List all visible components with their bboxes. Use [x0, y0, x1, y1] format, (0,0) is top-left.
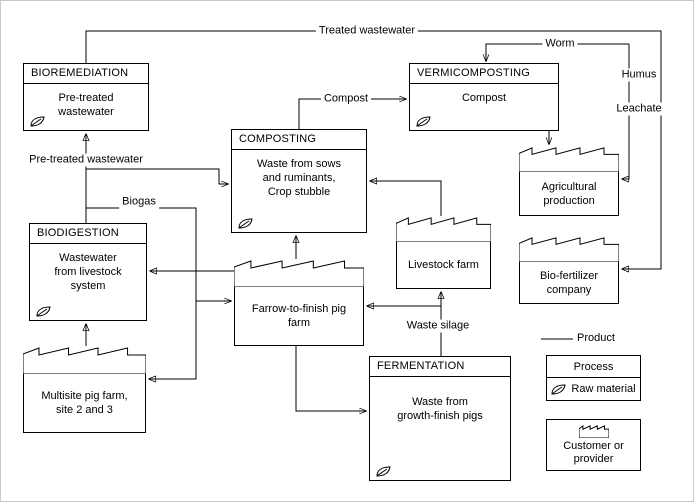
node-farrow-to-finish-pig-farm-label: Farrow-to-finish pig farm: [234, 286, 364, 346]
legend-customer-label: Customer or provider: [563, 439, 624, 465]
node-livestock-farm-label: Livestock farm: [396, 241, 491, 289]
node-bioremediation: BIOREMEDIATION Pre-treated wastewater: [23, 63, 149, 131]
node-agricultural-production-label: Agricultural production: [519, 171, 619, 216]
edge-label-worm: Worm: [542, 37, 578, 51]
node-biodigestion-body: Wastewater from livestock system: [54, 252, 122, 292]
node-farrow-to-finish-pig-farm: Farrow-to-finish pig farm: [234, 259, 364, 346]
legend-raw-material-box: Raw material: [546, 377, 641, 401]
legend-product-label: Product: [577, 332, 615, 344]
node-agricultural-production: Agricultural production: [519, 146, 619, 216]
node-biodigestion: BIODIGESTION Wastewater from livestock s…: [29, 223, 147, 321]
legend-customer-box: Customer or provider: [546, 419, 641, 471]
edge-label-compost: Compost: [320, 92, 372, 106]
raw-material-leaf-icon: [238, 218, 253, 229]
edge-label-waste-silage: Waste silage: [403, 319, 473, 333]
factory-icon: [23, 346, 146, 374]
node-biodigestion-title: BIODIGESTION: [30, 224, 146, 244]
legend-process-label: Process: [573, 360, 614, 373]
edge-label-humus: Humus: [618, 68, 660, 82]
raw-material-leaf-icon: [376, 466, 391, 477]
node-vermicomposting-body: Compost: [461, 92, 507, 104]
factory-icon: [396, 216, 491, 242]
node-fermentation-title: FERMENTATION: [370, 357, 510, 377]
node-vermicomposting-title: VERMICOMPOSTING: [410, 64, 558, 84]
node-composting: COMPOSTING Waste from sows and ruminants…: [231, 129, 367, 233]
node-bioremediation-title: BIOREMEDIATION: [24, 64, 148, 84]
factory-icon: [234, 259, 364, 287]
edge-label-biogas: Biogas: [119, 195, 159, 209]
raw-material-leaf-icon: [416, 116, 431, 127]
node-fermentation-body: Waste from growth-finish pigs: [397, 396, 483, 422]
factory-icon: [519, 236, 619, 262]
node-composting-body: Waste from sows and ruminants, Crop stub…: [257, 158, 341, 198]
legend-raw-material-label: Raw material: [571, 383, 636, 395]
node-bio-fertilizer-company-label: Bio-fertilizer company: [519, 261, 619, 304]
raw-material-leaf-icon: [30, 116, 45, 127]
legend-process-box: Process: [546, 355, 641, 378]
edge-label-leachate: Leachate: [613, 102, 665, 116]
factory-icon: [578, 425, 609, 438]
node-composting-title: COMPOSTING: [232, 130, 366, 150]
node-bioremediation-body: Pre-treated wastewater: [58, 92, 114, 118]
edge-label-pretreated-wastewater: Pre-treated wastewater: [26, 153, 146, 167]
raw-material-leaf-icon: [551, 383, 566, 395]
node-bio-fertilizer-company: Bio-fertilizer company: [519, 236, 619, 304]
raw-material-leaf-icon: [36, 306, 51, 317]
factory-icon: [519, 146, 619, 172]
node-multisite-pig-farm-label: Multisite pig farm, site 2 and 3: [23, 373, 146, 433]
edge-label-treated-wastewater: Treated wastewater: [315, 24, 419, 38]
node-fermentation: FERMENTATION Waste from growth-finish pi…: [369, 356, 511, 481]
node-livestock-farm: Livestock farm: [396, 216, 491, 289]
node-multisite-pig-farm: Multisite pig farm, site 2 and 3: [23, 346, 146, 433]
node-vermicomposting: VERMICOMPOSTING Compost: [409, 63, 559, 131]
